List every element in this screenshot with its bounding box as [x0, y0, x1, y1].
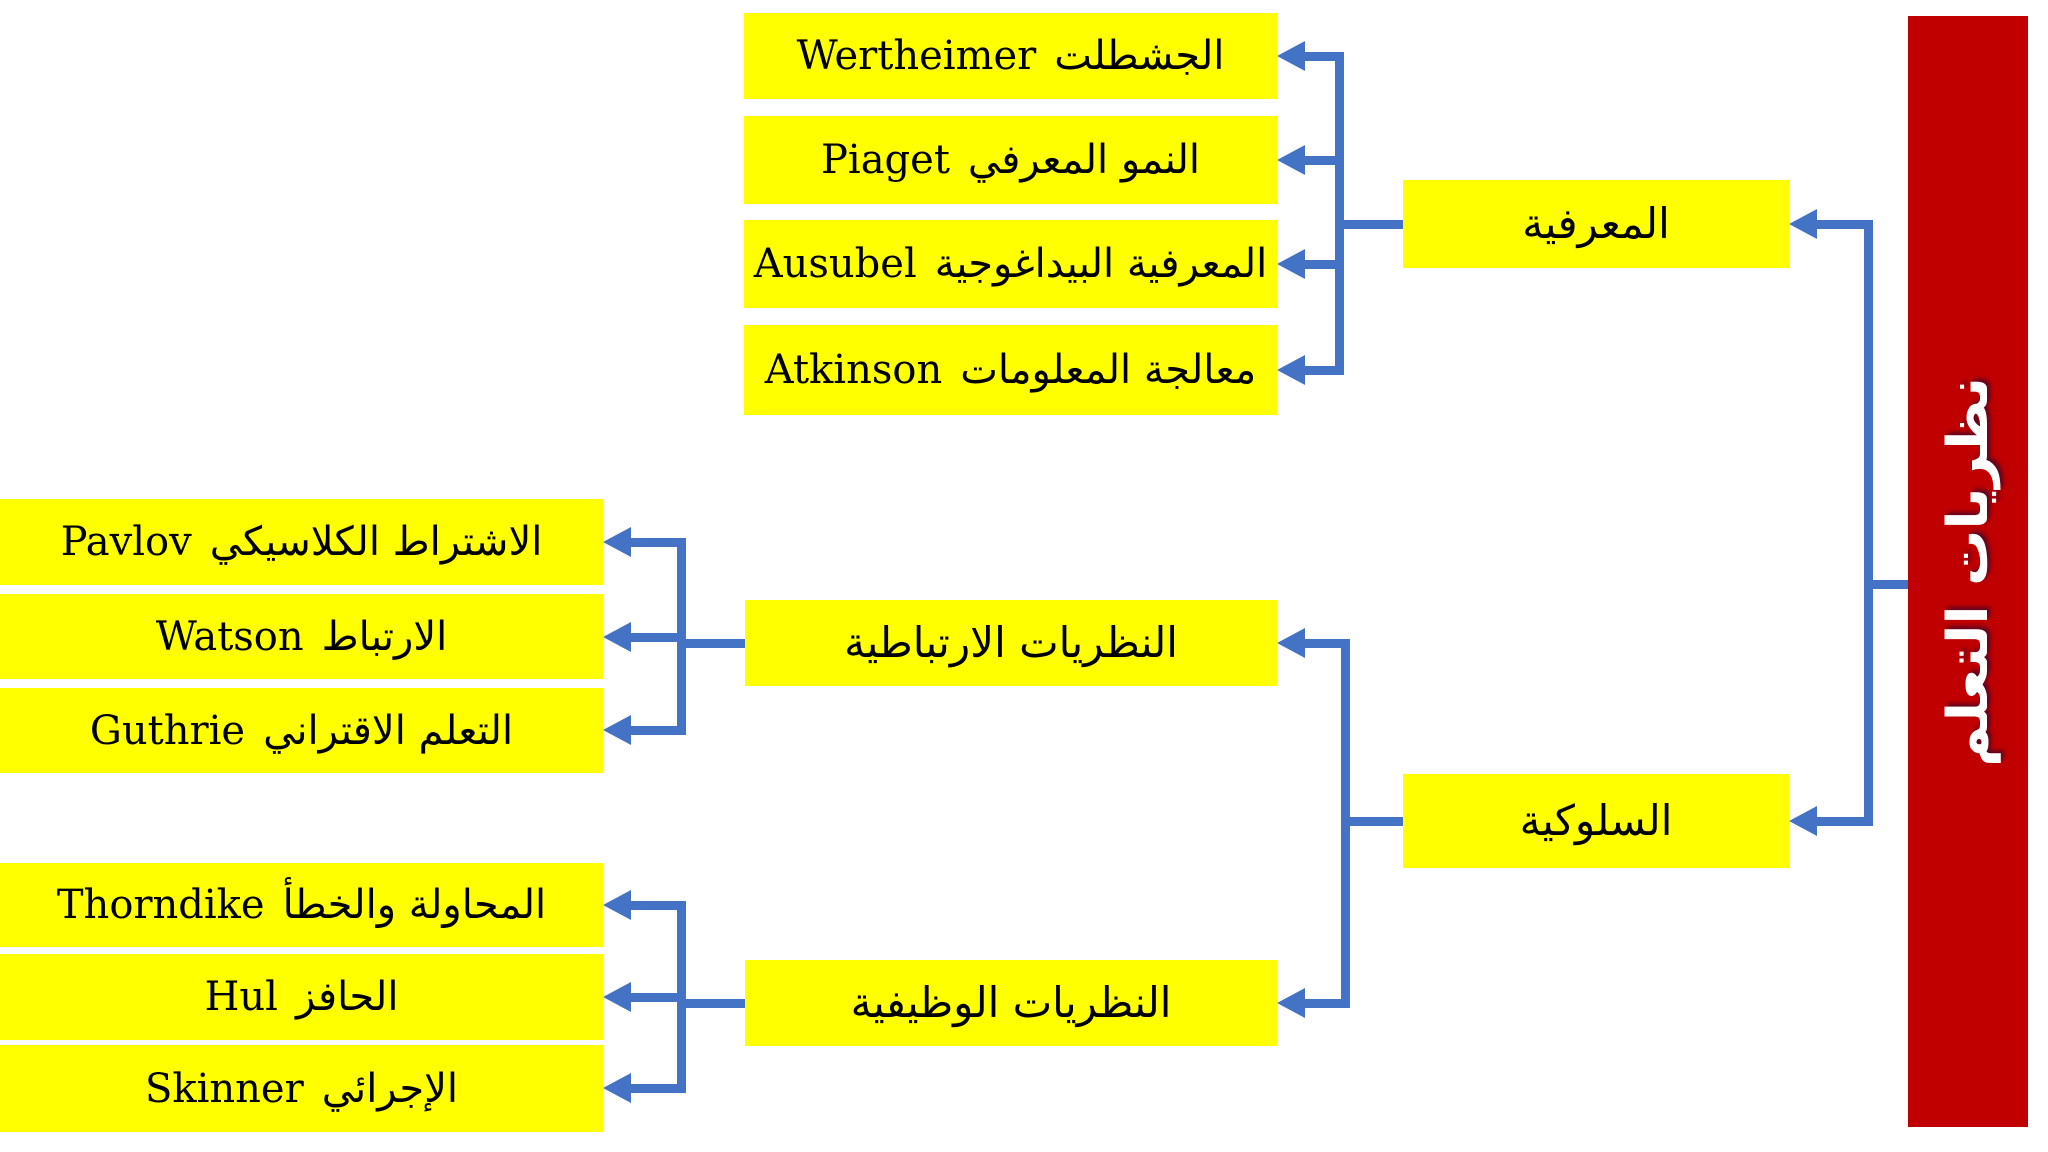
classical-conditioning-scholar: Pavlov	[60, 519, 192, 565]
information-processing-scholar: Atkinson	[764, 347, 943, 393]
contiguity-learning-term: التعلم الاقتراني	[263, 707, 514, 754]
connector-root-to-cognitive-line	[1814, 220, 1868, 229]
arrow-into-cognitive-development-icon	[1277, 145, 1305, 175]
connector-to-drive-line	[628, 993, 686, 1002]
node-cognitive: المعرفية	[1403, 180, 1789, 268]
root-node-label: نظريات التعلم	[1935, 376, 2001, 767]
node-contiguity-learning: التعلم الاقتراني Guthrie	[0, 688, 603, 773]
trial-and-error-term: المحاولة والخطأ	[282, 882, 547, 928]
arrow-into-trial-and-error-icon	[603, 890, 631, 920]
operant-term: الإجرائي	[321, 1065, 459, 1112]
connector-to-cognitive-development-line	[1302, 156, 1344, 165]
arrow-into-functional-icon	[1277, 988, 1305, 1018]
drive-scholar: Hul	[204, 974, 278, 1020]
node-pedagogical-cognitive: المعرفية البيداغوجية Ausubel	[744, 220, 1277, 308]
node-classical-conditioning: الاشتراط الكلاسيكي Pavlov	[0, 499, 603, 585]
connectionism-scholar: Watson	[155, 613, 304, 660]
node-behavioral: السلوكية	[1403, 774, 1789, 868]
connector-to-gestalt-line	[1302, 52, 1344, 61]
arrow-into-cognitive-icon	[1789, 209, 1817, 239]
connector-to-pedagogical-cognitive-line	[1302, 260, 1344, 269]
arrow-into-information-processing-icon	[1277, 355, 1305, 385]
connector-to-information-processing-line	[1302, 366, 1344, 375]
node-connectionism: الارتباط Watson	[0, 594, 603, 679]
arrow-into-drive-icon	[603, 982, 631, 1012]
classical-conditioning-term: الاشتراط الكلاسيكي	[209, 519, 543, 565]
node-associative: النظريات الارتباطية	[745, 600, 1277, 686]
connector-to-associative-line	[1302, 639, 1350, 648]
connector-behavioral-feed	[1345, 817, 1403, 826]
connector-root-stem	[1864, 220, 1873, 826]
connector-to-classical-conditioning-line	[628, 538, 686, 547]
operant-scholar: Skinner	[144, 1065, 304, 1112]
arrow-into-operant-icon	[603, 1073, 631, 1103]
arrow-into-classical-conditioning-icon	[603, 527, 631, 557]
node-gestalt: الجشطلت Wertheimer	[744, 13, 1277, 99]
drive-term: الحافز	[295, 974, 399, 1020]
arrow-into-behavioral-icon	[1789, 806, 1817, 836]
node-functional-label: النظريات الوظيفية	[850, 978, 1172, 1027]
connector-cognitive-stem	[1335, 52, 1344, 375]
root-node-bar: نظريات التعلم	[1908, 16, 2028, 1127]
connectionism-term: الارتباط	[321, 613, 448, 660]
gestalt-term: الجشطلت	[1054, 33, 1225, 79]
gestalt-scholar: Wertheimer	[796, 33, 1037, 79]
arrow-into-gestalt-icon	[1277, 41, 1305, 71]
arrow-into-connectionism-icon	[603, 622, 631, 652]
arrow-into-pedagogical-cognitive-icon	[1277, 249, 1305, 279]
node-cognitive-development: النمو المعرفي Piaget	[744, 116, 1277, 204]
information-processing-term: معالجة المعلومات	[960, 347, 1257, 393]
connector-cognitive-feed	[1339, 220, 1403, 229]
pedagogical-cognitive-scholar: Ausubel	[753, 241, 917, 287]
cognitive-development-term: النمو المعرفي	[967, 137, 1201, 183]
node-associative-label: النظريات الارتباطية	[844, 618, 1178, 667]
node-information-processing: معالجة المعلومات Atkinson	[744, 325, 1277, 415]
node-operant: الإجرائي Skinner	[0, 1045, 603, 1132]
connector-to-functional-line	[1302, 999, 1350, 1008]
node-trial-and-error: المحاولة والخطأ Thorndike	[0, 863, 603, 947]
node-drive: الحافز Hul	[0, 954, 603, 1040]
connector-root-feed	[1868, 580, 1908, 589]
connector-associative-feed	[681, 639, 745, 648]
connector-functional-feed	[681, 999, 745, 1008]
node-behavioral-label: السلوكية	[1519, 796, 1673, 845]
contiguity-learning-scholar: Guthrie	[89, 707, 246, 754]
connector-root-to-behavioral-line	[1814, 817, 1868, 826]
node-cognitive-label: المعرفية	[1522, 199, 1670, 248]
node-functional: النظريات الوظيفية	[745, 960, 1277, 1046]
connector-behavioral-stem	[1341, 639, 1350, 1008]
connector-to-connectionism-line	[628, 633, 686, 642]
connector-to-operant-line	[628, 1084, 686, 1093]
connector-to-contiguity-learning-line	[628, 726, 686, 735]
pedagogical-cognitive-term: المعرفية البيداغوجية	[934, 241, 1268, 287]
cognitive-development-scholar: Piaget	[820, 137, 950, 183]
connector-to-trial-and-error-line	[628, 901, 686, 910]
arrow-into-contiguity-learning-icon	[603, 715, 631, 745]
arrow-into-associative-icon	[1277, 628, 1305, 658]
trial-and-error-scholar: Thorndike	[56, 882, 265, 928]
